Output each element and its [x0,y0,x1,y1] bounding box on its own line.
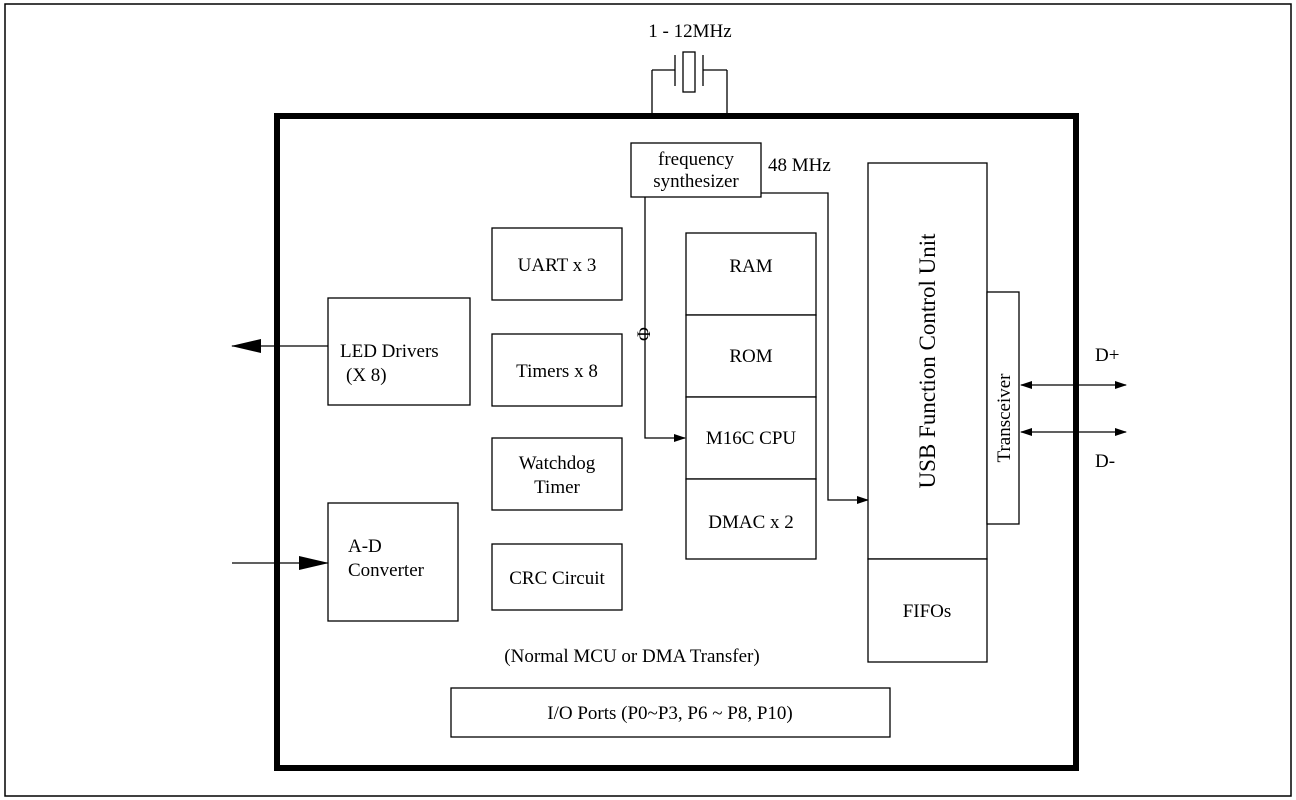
fifos-label: FIFOs [903,601,952,622]
crystal-frequency-label: 1 - 12MHz [648,21,731,42]
usb-function-control-unit-block [867,162,988,560]
phi-clock-line [644,197,686,442]
d-minus-label: D- [1095,451,1115,472]
freq-48mhz-label: 48 MHz [768,155,831,176]
freq-synth-label-2: synthesizer [653,171,739,192]
uart-block [491,227,623,301]
dmac-label: DMAC x 2 [708,512,794,533]
frequency-synthesizer-block [630,142,762,198]
d-plus-label: D+ [1095,345,1119,366]
transceiver-block [986,291,1020,525]
led-label-2: (X 8) [346,365,387,386]
crystal-icon [651,51,728,116]
timers-label: Timers x 8 [516,361,598,382]
adc-block [327,502,459,622]
chip-boundary [274,113,1079,771]
ram-label: RAM [729,256,772,277]
dmac-block [685,478,817,560]
usb-clock-line [761,192,869,504]
cpu-label: M16C CPU [706,428,797,449]
rom-label: ROM [729,346,772,367]
ram-block [685,232,817,316]
transfer-note: (Normal MCU or DMA Transfer) [504,646,759,667]
crc-block [491,543,623,611]
io-ports-label: I/O Ports (P0~P3, P6 ~ P8, P10) [547,703,792,724]
led-drivers-block [327,297,471,406]
fifos-block [867,558,988,663]
watchdog-label-2: Timer [534,477,580,498]
timers-block [491,333,623,407]
crc-label: CRC Circuit [509,568,605,589]
uart-label: UART x 3 [518,255,597,276]
watchdog-label-1: Watchdog [519,453,596,474]
phi-label: Φ [634,327,655,341]
usb-unit-label: USB Function Control Unit [915,233,940,489]
watchdog-block [491,437,623,511]
io-ports-block [450,687,891,738]
led-label-1: LED Drivers [340,341,439,362]
adc-label-1: A-D [348,536,382,557]
transceiver-label: Transceiver [994,373,1015,463]
adc-label-2: Converter [348,560,425,581]
cpu-block [685,396,817,480]
freq-synth-label-1: frequency [658,149,734,170]
outer-frame [4,3,1292,797]
